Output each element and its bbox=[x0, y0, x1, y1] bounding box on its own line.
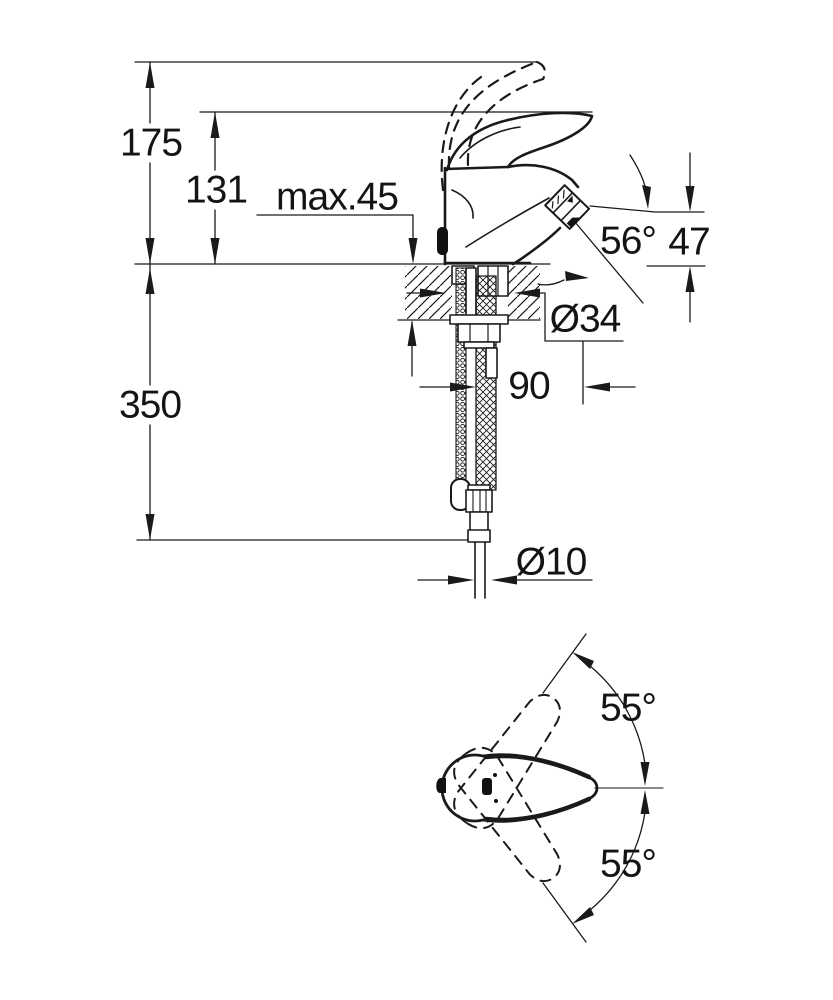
dim-overall-height: 175 bbox=[115, 123, 187, 163]
top-view-handle bbox=[436, 753, 599, 823]
mounting-nut bbox=[457, 323, 501, 343]
hose-connector-nut bbox=[465, 489, 493, 513]
outlet-stub bbox=[485, 347, 498, 379]
body-detail-lines bbox=[451, 126, 550, 248]
top-view bbox=[436, 633, 664, 943]
dim-spout-height: 131 bbox=[180, 170, 252, 210]
countertop-section bbox=[405, 266, 540, 319]
dim-handle-swing-upper: 55° bbox=[600, 686, 657, 730]
handle-swing-dashed bbox=[453, 693, 561, 883]
faucet-body bbox=[437, 111, 594, 266]
handle-edge-shading-top bbox=[483, 753, 592, 780]
supply-hose bbox=[475, 275, 497, 491]
dim-max-mounting-thickness: max.45 bbox=[276, 175, 399, 219]
pipe-collar bbox=[467, 529, 491, 543]
dim-mounting-hole-diameter: Ø34 bbox=[549, 297, 622, 341]
dim-hose-length: 350 bbox=[114, 385, 186, 425]
dim-handle-swing-lower: 55° bbox=[600, 842, 657, 886]
swing-angle-lines bbox=[542, 633, 664, 943]
supply-pipe bbox=[474, 541, 486, 599]
washer bbox=[449, 314, 509, 325]
extension-lines bbox=[134, 61, 593, 541]
dimension-lines bbox=[149, 61, 706, 581]
chain bbox=[455, 267, 467, 480]
lever-handle-raised-dashed bbox=[440, 60, 547, 192]
handle-edge-shading-bottom bbox=[483, 796, 592, 823]
dim-outlet-height: 47 bbox=[668, 220, 710, 264]
aerator bbox=[544, 184, 591, 230]
pop-up-rod-knob bbox=[437, 227, 448, 255]
swing-arrowheads bbox=[572, 652, 650, 924]
mounting-hardware bbox=[449, 265, 509, 599]
temperature-tab bbox=[436, 778, 446, 793]
dim-projection: 90 bbox=[508, 364, 550, 408]
dim-outlet-angle: 56° bbox=[600, 219, 657, 263]
dimension-arrowheads bbox=[145, 62, 695, 585]
lever-handle-side bbox=[445, 111, 594, 172]
dim-supply-pipe-diameter: Ø10 bbox=[515, 540, 588, 584]
handle-logo-mark bbox=[482, 778, 492, 795]
